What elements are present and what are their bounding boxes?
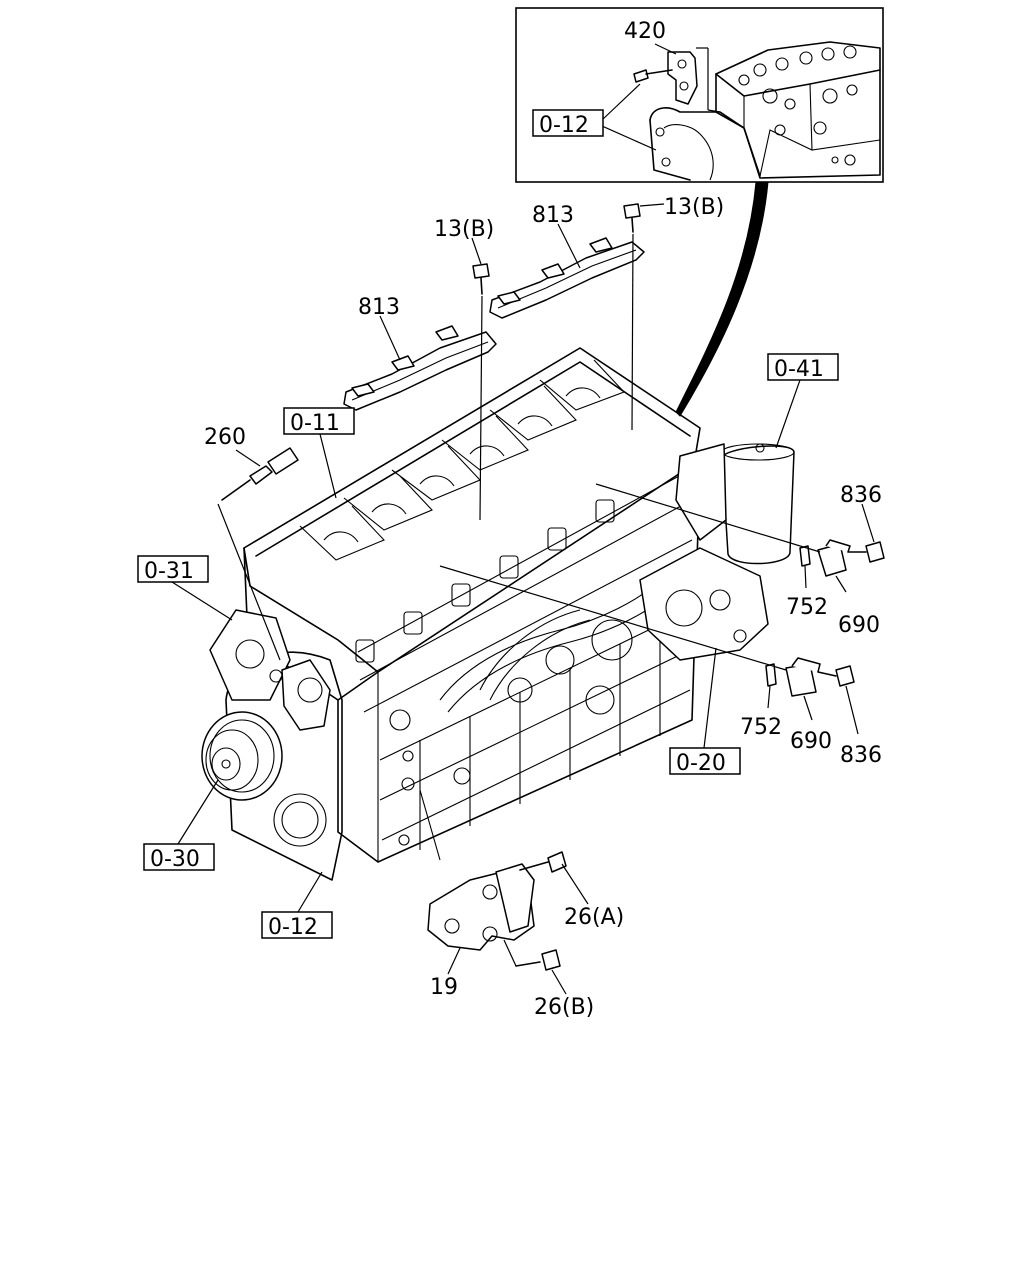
svg-text:0-12: 0-12	[539, 113, 589, 138]
inset-detail: 420 0-12	[515, 7, 884, 183]
ref-box-0-11: 0-11	[283, 407, 355, 436]
label-sensor-260: 260	[204, 425, 246, 450]
ref-box-0-12-inset: 0-12	[532, 109, 604, 138]
label-sensor-690-lower: 690	[790, 729, 832, 754]
label-bolt-836-upper: 836	[840, 483, 882, 508]
label-bolt-836-lower: 836	[840, 743, 882, 768]
label-oring-752-lower: 752	[740, 715, 782, 740]
svg-text:0-30: 0-30	[150, 847, 200, 872]
reference-boxes: 0-41 0-11 0-31 0-20 0-30 0-12	[137, 353, 839, 940]
label-bolt-13b-right: 13(B)	[664, 195, 724, 220]
label-oring-752-upper: 752	[786, 595, 828, 620]
sensor-260: 260	[204, 425, 299, 661]
label-sensor-690-upper: 690	[838, 613, 880, 638]
svg-text:0-12: 0-12	[268, 915, 318, 940]
svg-text:0-41: 0-41	[774, 357, 824, 382]
ref-box-0-30: 0-30	[143, 843, 215, 872]
svg-text:0-31: 0-31	[144, 559, 194, 584]
ref-box-0-20: 0-20	[669, 747, 741, 776]
sensor-690-group: 836 752 690 752 690 836	[439, 483, 885, 768]
cylinder-block	[201, 347, 795, 881]
label-bolt-26b: 26(B)	[534, 995, 594, 1020]
engine-mount-bracket-19: 26(A) 19 26(B)	[419, 789, 624, 1020]
inset-pointer-arrow	[675, 181, 769, 417]
label-bolt-13b-left: 13(B)	[434, 217, 494, 242]
head-gaskets: 13(B) 13(B) 813 813	[343, 195, 724, 521]
svg-text:0-11: 0-11	[290, 411, 340, 436]
ref-box-0-12: 0-12	[261, 911, 333, 940]
label-part-420: 420	[624, 19, 666, 44]
svg-text:0-20: 0-20	[676, 751, 726, 776]
label-gasket-813-right: 813	[532, 203, 574, 228]
label-bracket-19: 19	[430, 975, 458, 1000]
label-bolt-26a: 26(A)	[564, 905, 624, 930]
label-gasket-813-left: 813	[358, 295, 400, 320]
ref-box-0-41: 0-41	[767, 353, 839, 382]
ref-box-0-31: 0-31	[137, 555, 209, 584]
